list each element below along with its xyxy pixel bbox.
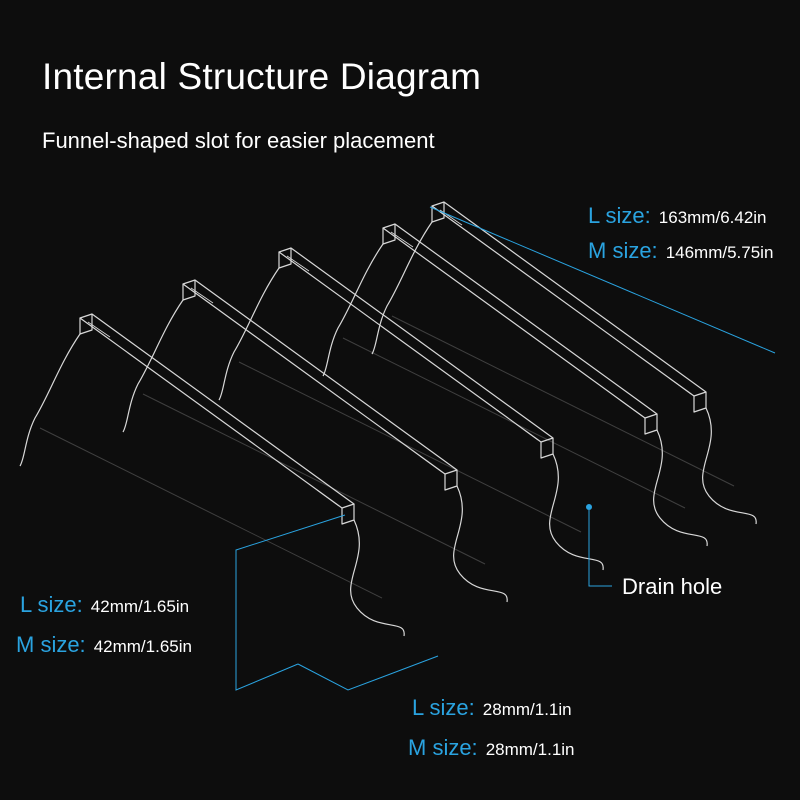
wall-end-face [182,280,196,301]
height-l-label: L size: [20,592,83,617]
length-l-size: L size: 163mm/6.42in [588,205,767,227]
wall-end-face [540,438,554,459]
depth-dimension-guide [297,655,439,691]
wall-end-face [79,314,93,335]
page-subtitle: Funnel-shaped slot for easier placement [42,128,435,153]
height-dimension-guide [235,514,346,691]
wall-top-edge [182,279,458,475]
drain-hole-pointer [586,504,612,587]
funnel-curve [218,267,280,401]
wall-base-line [39,427,383,599]
slot-marks [286,255,539,441]
depth-m-size: M size: 28mm/1.1in [408,737,575,759]
slot-marks [87,321,340,507]
slot-marks [390,231,643,417]
depth-l-value: 28mm/1.1in [482,700,572,719]
length-l-value: 163mm/6.42in [658,208,767,227]
height-l-value: 42mm/1.65in [90,597,190,616]
wall-top-edge [431,201,707,397]
height-m-label: M size: [16,632,86,657]
depth-l-size: L size: 28mm/1.1in [412,697,572,719]
depth-m-value: 28mm/1.1in [485,740,575,759]
wall-end-face [444,470,458,491]
divider-walls [19,201,757,637]
funnel-curve [322,243,384,377]
page-title: Internal Structure Diagram [42,56,482,97]
wall-base-line [342,337,686,509]
wall-end-face [382,224,396,245]
funnel-curve [371,221,433,355]
funnel-curve [19,333,81,467]
wall-end-face [431,202,445,223]
height-m-value: 42mm/1.65in [93,637,192,656]
funnel-curve [702,407,757,525]
slot-marks [190,287,443,473]
funnel-curve [653,429,708,547]
depth-l-label: L size: [412,695,475,720]
drain-hole-label: Drain hole [622,574,723,599]
funnel-curve [453,485,508,603]
funnel-curve [549,453,604,571]
length-m-size: M size: 146mm/5.75in [588,240,773,262]
wall-base-line [238,361,582,533]
wall-base-line [142,393,486,565]
length-m-label: M size: [588,238,658,263]
wall-top-edge [278,247,554,443]
length-l-label: L size: [588,203,651,228]
wall-end-face [644,414,658,435]
wall-end-face [278,248,292,269]
depth-m-label: M size: [408,735,478,760]
wall-end-face [693,392,707,413]
height-l-size: L size: 42mm/1.65in [20,594,189,616]
length-m-value: 146mm/5.75in [665,243,774,262]
height-m-size: M size: 42mm/1.65in [16,634,192,656]
funnel-curve [122,299,184,433]
funnel-curve [350,519,405,637]
wall-base-line [391,315,735,487]
length-dimension-guide [429,206,776,354]
